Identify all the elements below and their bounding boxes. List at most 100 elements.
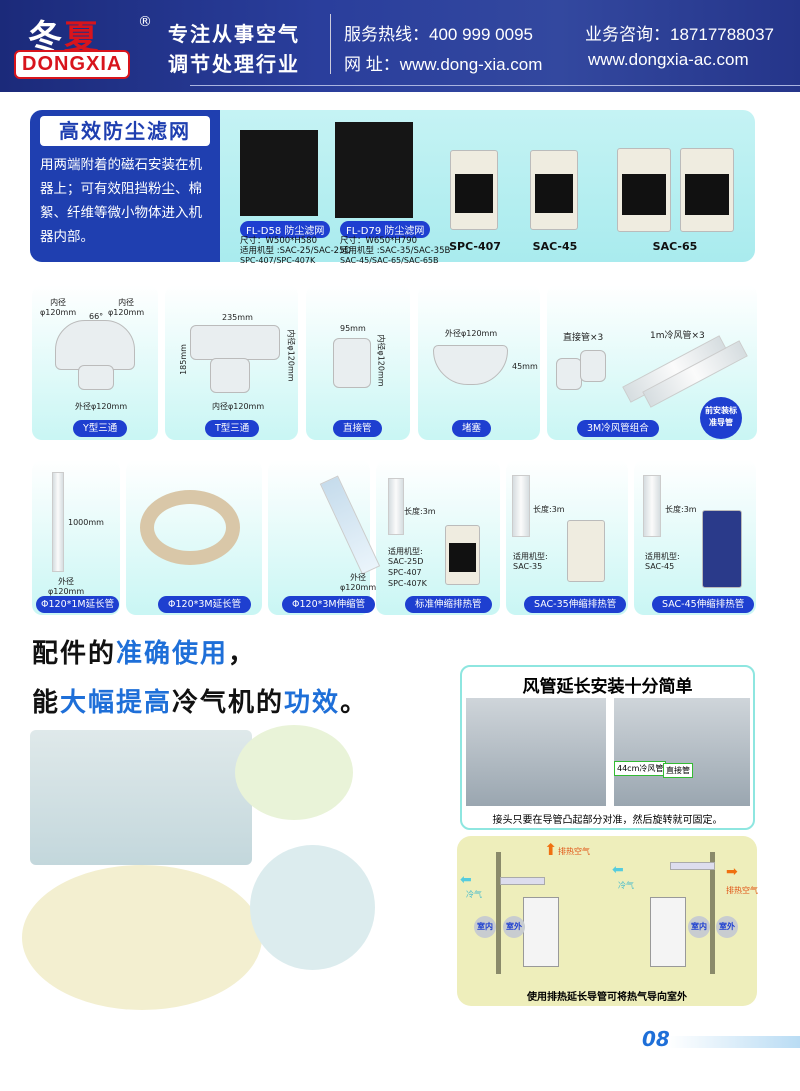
cold-air-arrow-icon: ⬅ — [460, 872, 472, 888]
dimension: 外径φ120mm — [445, 329, 498, 338]
sac65-unit — [680, 148, 734, 232]
filter-section-title: 高效防尘滤网 — [40, 116, 210, 146]
exhaust-pipe-image — [643, 475, 661, 537]
duct-label: Φ120*3M延长管 — [158, 596, 252, 613]
wall — [710, 852, 715, 974]
duct-label: Φ120*3M伸缩管 — [282, 596, 376, 613]
model-label: SPC-407 — [449, 240, 501, 253]
text: 配件的 — [32, 639, 117, 669]
unit-diagram — [650, 897, 686, 967]
cold-air-arrow-icon: ⬅ — [612, 862, 624, 878]
straight-pipe-image — [556, 358, 582, 390]
badge-standard-duct: 前安装标准导管 — [700, 397, 742, 439]
label-outdoor: 室外 — [503, 916, 525, 938]
y-tee-image — [78, 365, 114, 390]
dimension: 185mm — [178, 344, 188, 375]
unit-image — [567, 520, 605, 582]
slogan-line-2: 调节处理行业 — [168, 52, 300, 76]
exhaust-pipe-image — [388, 478, 404, 535]
filter-image — [240, 130, 318, 216]
label-outdoor: 室外 — [716, 916, 738, 938]
filter-name: FL-D58 防尘滤网 — [240, 221, 331, 238]
fitting-label: 3M冷风管组合 — [577, 420, 659, 437]
fitting-label: 堵塞 — [452, 420, 492, 437]
dimension: 直接管×3 — [563, 333, 604, 343]
diagram-caption: 使用排热延长导管可将热气导向室外 — [527, 992, 687, 1003]
pipe-length: 长度:3m — [533, 505, 565, 514]
fit-model: SAC-35 — [513, 562, 543, 571]
t-tee-image — [210, 358, 250, 393]
fitting-label: 直接管 — [333, 420, 382, 437]
dimension: 内径 φ120mm — [108, 298, 145, 317]
dimension: 1m冷风管×3 — [650, 331, 705, 341]
label-hot-air: 排热空气 — [558, 847, 590, 856]
sac45-unit — [530, 150, 578, 230]
page-number: 08 — [642, 1027, 670, 1051]
registered-mark: ® — [138, 14, 152, 30]
unit-image — [702, 510, 742, 588]
car-factory-illustration — [22, 865, 262, 1010]
dimension: 内径 φ120mm — [40, 298, 77, 317]
fit-model: SAC-25D — [388, 557, 424, 566]
pipe-length: 长度:3m — [665, 505, 697, 514]
straight-pipe-image — [333, 338, 371, 388]
tag-44cm-pipe: 44cm冷风管 — [614, 761, 667, 776]
text: 冷气机的 — [172, 688, 285, 718]
filter-name: FL-D79 防尘滤网 — [340, 221, 431, 238]
text-highlight: 大幅提高 — [60, 688, 173, 718]
dimension: 外径φ120mm — [75, 402, 128, 411]
filter-size: 尺寸：W500*H580 — [240, 236, 317, 246]
divider — [330, 14, 331, 74]
header-rule — [190, 85, 800, 86]
text: ， — [228, 639, 257, 669]
slogan-line-1: 专注从事空气 — [168, 22, 300, 46]
label-indoor: 室内 — [474, 916, 496, 938]
dimension: 45mm — [512, 362, 538, 371]
duct-label: 标准伸缩排热管 — [405, 596, 492, 613]
dimension: 外径 φ120mm — [48, 577, 85, 596]
pipe-length: 长度:3m — [404, 507, 436, 516]
fit-title: 适用机型: — [513, 552, 548, 561]
filter-fit: 适用机型 :SAC-35/SAC-35B — [340, 246, 451, 256]
y-tee-image — [55, 320, 135, 370]
header-banner — [0, 0, 800, 92]
dimension: 95mm — [340, 324, 366, 333]
fitting-label: T型三通 — [205, 420, 260, 437]
model-label: SAC-45 — [532, 240, 578, 253]
filter-fit: 适用机型 :SAC-25/SAC-25D — [240, 246, 352, 256]
unit-image — [445, 525, 480, 585]
duct-label: SAC-35伸缩排热管 — [524, 596, 627, 613]
model-label: SAC-65 — [652, 240, 698, 253]
website-1[interactable]: 网 址：www.dong-xia.com — [344, 55, 543, 74]
hotline: 服务热线：400 999 0095 — [344, 25, 533, 44]
filter-size: 尺寸：W650*H790 — [340, 236, 417, 246]
duct-label: SAC-45伸缩排热管 — [652, 596, 755, 613]
fit-title: 适用机型: — [645, 552, 680, 561]
factory-illustration — [30, 730, 252, 865]
warehouse-illustration — [235, 725, 353, 820]
dimension: 66° — [89, 312, 104, 321]
headline-line-1: 配件的准确使用， — [32, 633, 256, 670]
label-hot-air: 排热空气 — [726, 886, 758, 895]
fit-model: SPC-407 — [388, 568, 422, 577]
website-2[interactable]: www.dongxia-ac.com — [588, 50, 749, 69]
filter-fit: SAC-45/SAC-65/SAC-65B — [340, 256, 439, 265]
install-photo-2 — [614, 698, 750, 806]
sac65-unit — [617, 148, 671, 232]
label-cold-air: 冷气 — [618, 881, 634, 890]
dimension: 外径 φ120mm — [340, 573, 377, 592]
duct-card — [32, 460, 120, 615]
dimension: 235mm — [222, 313, 253, 322]
logo-english: DONGXIA — [14, 50, 131, 79]
text-highlight: 功效 — [284, 688, 341, 718]
fit-title: 适用机型: — [388, 547, 423, 556]
label-cold-air: 冷气 — [466, 890, 482, 899]
hot-air-arrow-icon: ⬆ — [544, 840, 558, 859]
filter-description: 用两端附着的磁石安装在机器上；可有效阻挡粉尘、棉絮、纤维等微小物体进入机器内部。 — [40, 157, 202, 245]
outdoor-illustration — [250, 845, 375, 970]
unit-diagram — [523, 897, 559, 967]
dimension: 内径φ120mm — [376, 334, 386, 387]
fit-model: SAC-45 — [645, 562, 675, 571]
headline-line-2: 能大幅提高冷气机的功效。 — [32, 682, 368, 719]
duct-diagram — [670, 862, 715, 870]
